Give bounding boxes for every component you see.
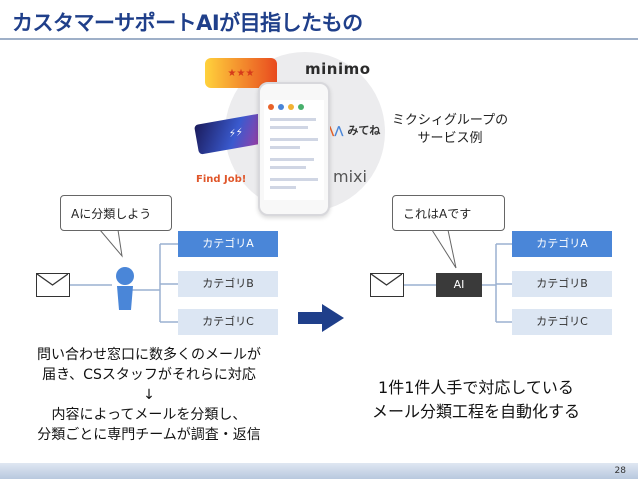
mail-icon <box>370 273 404 297</box>
after-description: 1件1件人手で対応している メール分類工程を自動化する <box>336 376 616 424</box>
speech-bubble-after: これはAです <box>392 195 505 231</box>
phone-line <box>270 138 318 141</box>
phone-line <box>270 118 316 121</box>
phone-dot <box>288 104 294 110</box>
title-underline <box>0 38 638 40</box>
services-caption-line1: ミクシィグループの <box>391 113 509 128</box>
before-desc-line3: 内容によってメールを分類し、 <box>51 407 247 423</box>
speech-bubble-before: Aに分類しよう <box>60 195 172 231</box>
services-caption-line2: サービス例 <box>417 131 483 146</box>
before-description: 問い合わせ窓口に数多くのメールが 届き、CSスタッフがそれらに対応 ↓ 内容によ… <box>10 345 288 445</box>
smartphone-image <box>258 82 330 216</box>
before-category-c: カテゴリC <box>178 309 278 335</box>
minimo-logo: minimo <box>305 60 371 78</box>
before-desc-line1: 問い合わせ窓口に数多くのメールが <box>37 347 261 363</box>
before-category-b: カテゴリB <box>178 271 278 297</box>
page-number: 28 <box>614 466 626 476</box>
before-desc-line2: 届き、CSスタッフがそれらに対応 <box>42 367 256 383</box>
phone-line <box>270 178 318 181</box>
mitene-icon-2: ⋀ <box>334 124 344 137</box>
mitene-label: みてね <box>347 124 381 137</box>
services-caption: ミクシィグループの サービス例 <box>390 112 510 148</box>
slide-title: カスタマーサポートAIが目指したもの <box>12 11 363 35</box>
footer-bar <box>0 463 638 479</box>
before-desc-arrow: ↓ <box>143 387 155 403</box>
cs-staff-person-icon <box>112 266 138 316</box>
phone-line <box>270 158 314 161</box>
phone-line <box>270 126 308 129</box>
before-category-a: カテゴリA <box>178 231 278 257</box>
phone-dot <box>278 104 284 110</box>
findjob-logo: Find Job! <box>196 174 247 185</box>
phone-screen <box>264 100 324 200</box>
phone-line <box>270 166 306 169</box>
after-category-b: カテゴリB <box>512 271 612 297</box>
phone-line <box>270 186 296 189</box>
mixi-logo: mixi <box>333 167 367 186</box>
ai-box: AI <box>436 273 482 297</box>
phone-line <box>270 146 300 149</box>
after-category-a: カテゴリA <box>512 231 612 257</box>
after-category-c: カテゴリC <box>512 309 612 335</box>
phone-dot <box>268 104 274 110</box>
after-desc-line1: 1件1件人手で対応している <box>378 378 574 397</box>
before-desc-line4: 分類ごとに専門チームが調査・返信 <box>37 427 261 443</box>
phone-dot <box>298 104 304 110</box>
right-arrow-icon <box>298 304 344 336</box>
mail-icon <box>36 273 70 297</box>
after-desc-line2: メール分類工程を自動化する <box>371 402 580 421</box>
